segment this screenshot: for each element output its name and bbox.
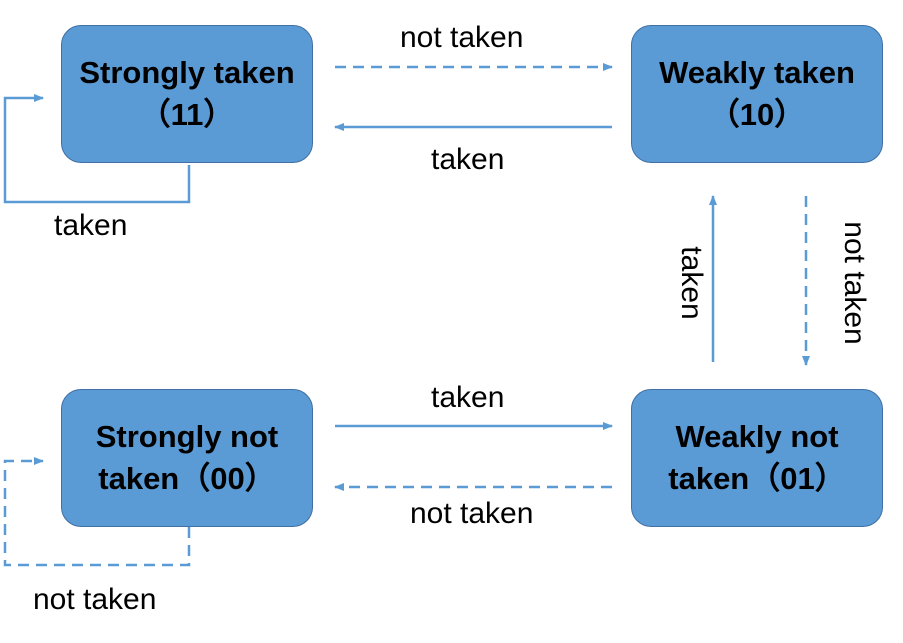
state-weakly-taken-name: Weakly taken xyxy=(659,55,855,90)
label-s10-to-s11: taken xyxy=(431,143,505,176)
state-weakly-not-taken-code: taken（01） xyxy=(668,461,846,496)
state-strongly-not-taken: Strongly not taken（00） xyxy=(61,389,313,527)
state-strongly-taken-name: Strongly taken xyxy=(79,55,295,90)
state-weakly-taken: Weakly taken （10） xyxy=(631,25,883,163)
label-s00-to-s01: taken xyxy=(431,381,505,414)
label-s01-to-s00: not taken xyxy=(410,497,534,530)
state-strongly-taken: Strongly taken （11） xyxy=(61,25,313,163)
state-weakly-not-taken: Weakly not taken（01） xyxy=(631,389,883,527)
state-strongly-not-taken-code: taken（00） xyxy=(98,461,276,496)
state-weakly-taken-code: （10） xyxy=(708,97,806,132)
label-s01-to-s10: taken xyxy=(675,246,708,320)
label-s11-self: taken xyxy=(54,209,128,242)
state-strongly-not-taken-name: Strongly not xyxy=(95,419,279,454)
state-weakly-not-taken-name: Weakly not xyxy=(675,419,839,454)
arrow-s11-self-loop xyxy=(3,94,191,204)
state-strongly-taken-code: （11） xyxy=(139,97,235,132)
label-s11-to-s10: not taken xyxy=(400,21,524,54)
label-s00-self: not taken xyxy=(33,583,157,616)
label-s10-to-s01: not taken xyxy=(838,221,871,345)
arrow-s00-self-loop xyxy=(3,457,191,567)
